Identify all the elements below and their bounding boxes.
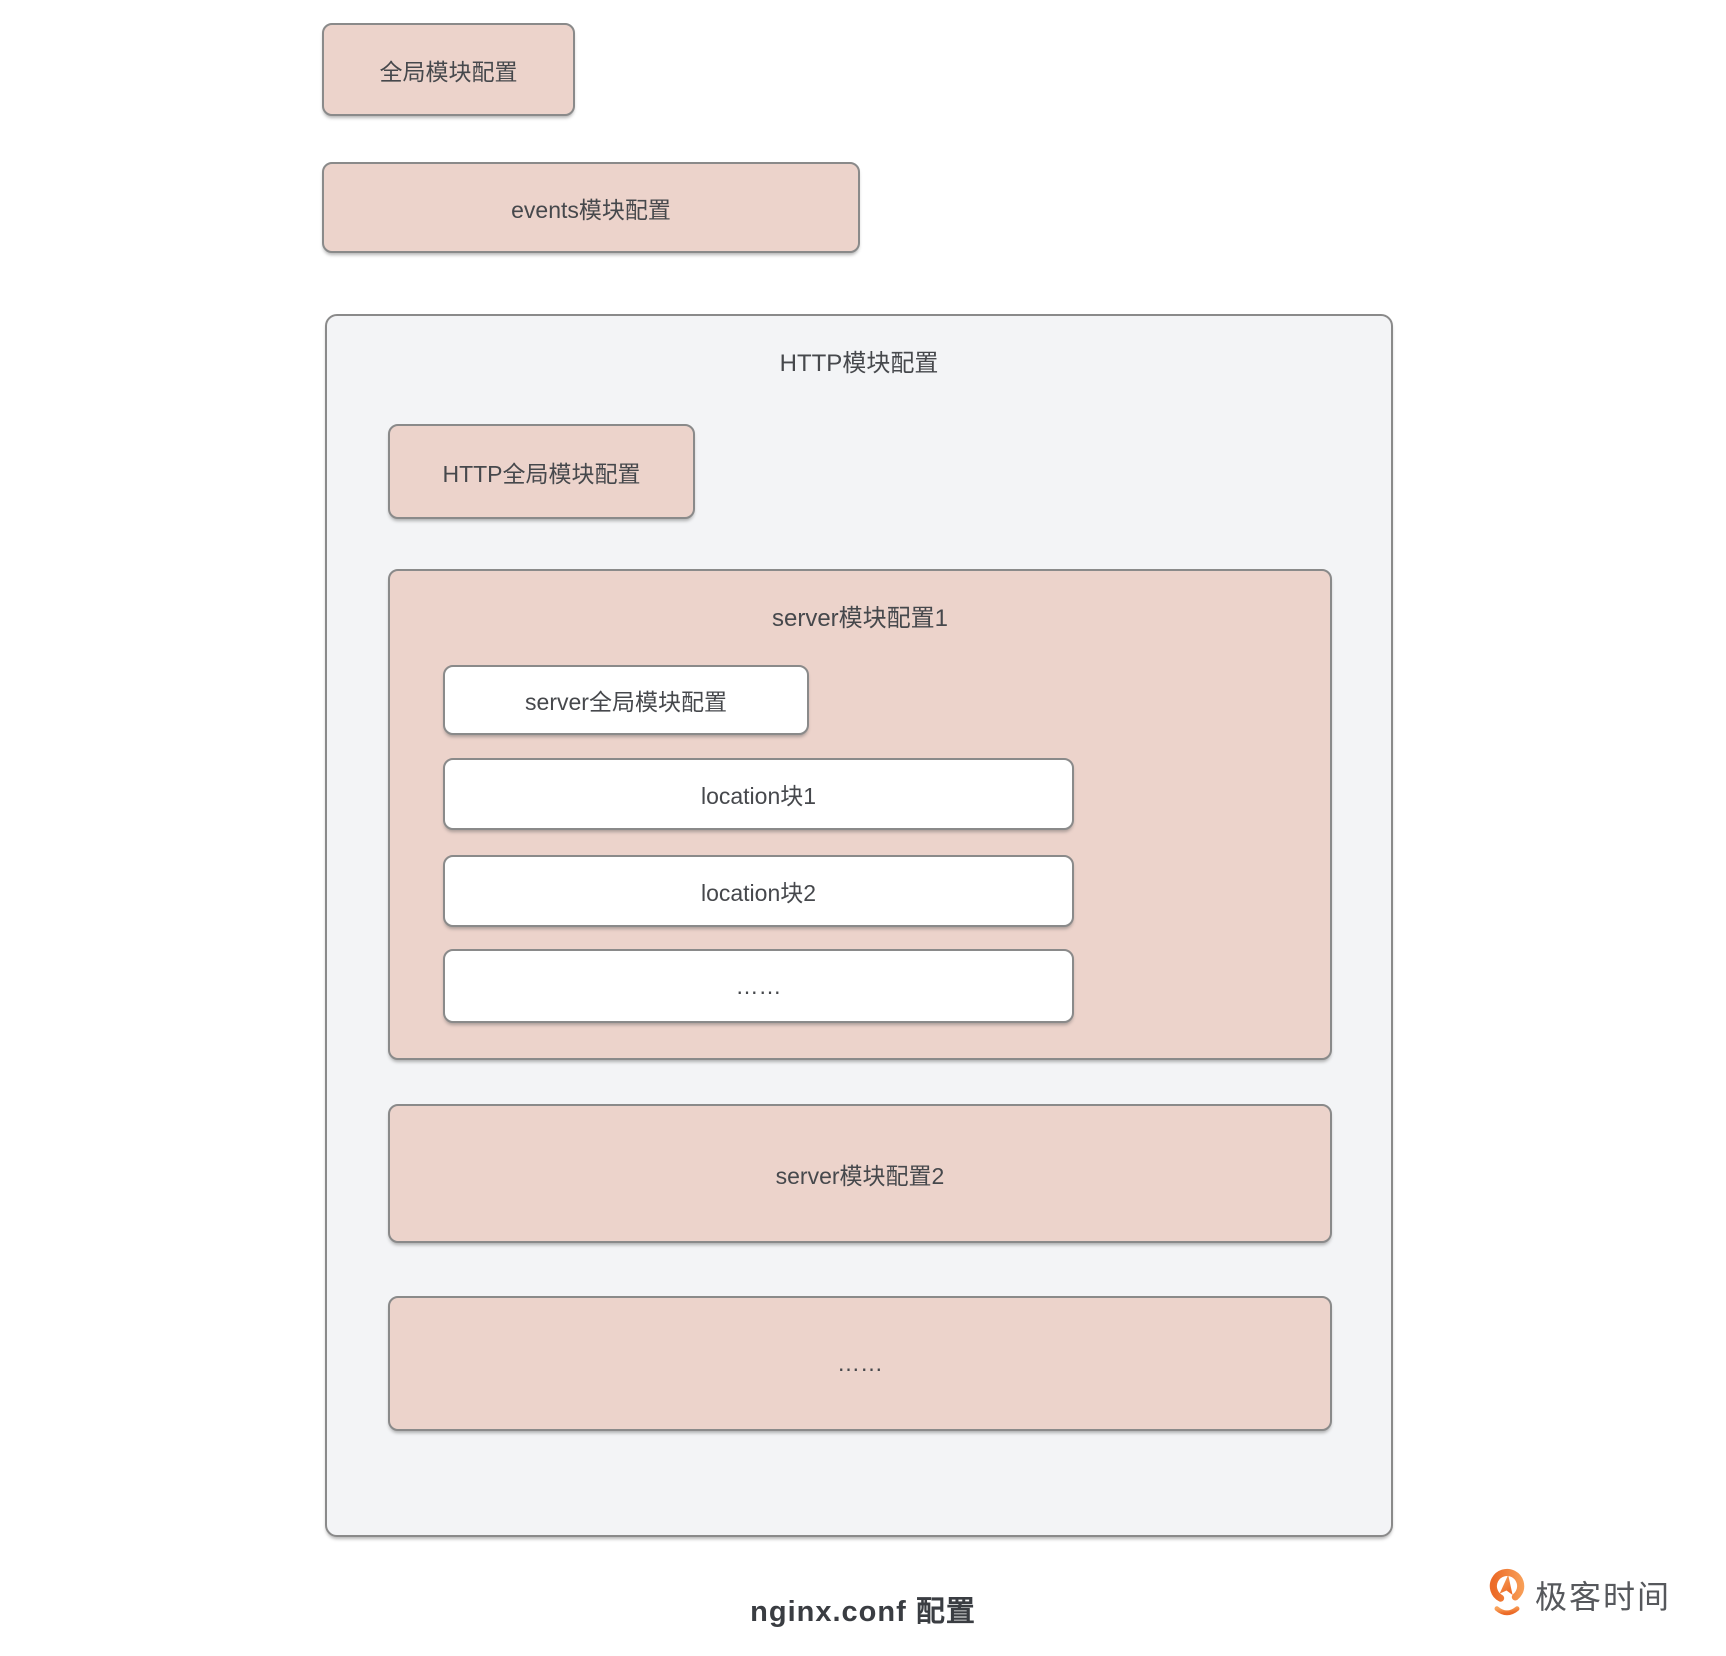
events-config-label: events模块配置 (511, 196, 671, 223)
server2-module-label: server模块配置2 (775, 1162, 945, 1189)
location-ellipsis-label: …… (735, 972, 782, 999)
server-global-config-box: server全局模块配置 (443, 665, 809, 735)
http-module-box: HTTP模块配置 HTTP全局模块配置 server模块配置1 server全局… (325, 314, 1393, 1537)
global-config-box: 全局模块配置 (322, 23, 575, 116)
server-ellipsis-box: …… (388, 1296, 1332, 1431)
server-ellipsis-label: …… (837, 1350, 883, 1376)
location-block-2-box: location块2 (443, 855, 1074, 927)
server-global-config-label: server全局模块配置 (525, 689, 727, 715)
http-module-title: HTTP模块配置 (779, 350, 939, 377)
location-ellipsis-box: …… (443, 949, 1074, 1023)
diagram-caption: nginx.conf 配置 (750, 1596, 976, 1628)
location-block-1-label: location块1 (700, 783, 817, 809)
http-global-config-box: HTTP全局模块配置 (388, 424, 695, 519)
location-block-2-label: location块2 (700, 880, 817, 906)
server1-module-box: server模块配置1 server全局模块配置 location块1 loca… (388, 569, 1332, 1060)
server2-module-box: server模块配置2 (388, 1104, 1332, 1243)
global-config-label: 全局模块配置 (379, 58, 518, 85)
location-block-1-box: location块1 (443, 758, 1074, 830)
geektime-logo-text: 极客时间 (1535, 1579, 1672, 1615)
events-config-box: events模块配置 (322, 162, 860, 253)
geektime-pin-icon (1488, 1567, 1526, 1623)
http-global-config-label: HTTP全局模块配置 (442, 460, 641, 487)
server1-module-title: server模块配置1 (771, 605, 949, 632)
geektime-logo: 极客时间 (1488, 1566, 1671, 1624)
